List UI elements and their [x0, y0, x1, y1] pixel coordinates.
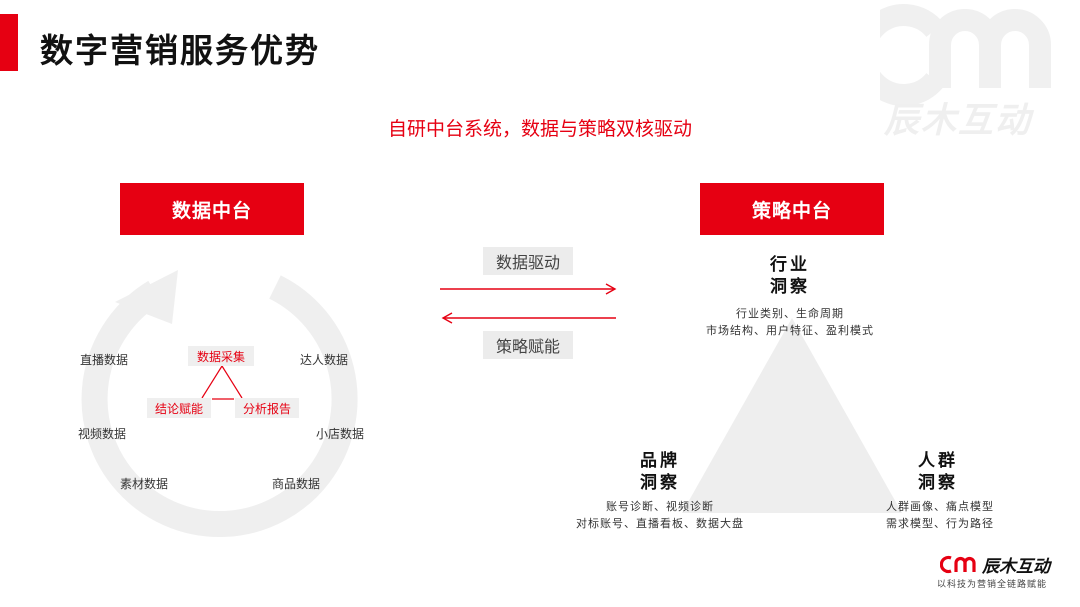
cycle-label-shop: 小店数据	[316, 427, 365, 441]
connector-data-drive: 数据驱动	[483, 247, 573, 275]
crowd-title-line1: 人群	[918, 451, 958, 471]
brand-desc-line1: 账号诊断、视频诊断	[606, 500, 714, 513]
data-center-box: 数据中台	[120, 183, 304, 235]
watermark-text: 辰木互动	[884, 101, 1033, 141]
industry-insight-desc: 行业类别、生命周期 市场结构、用户特征、盈利模式	[690, 305, 890, 339]
brand-title-line1: 品牌	[640, 451, 680, 471]
industry-desc-line2: 市场结构、用户特征、盈利模式	[706, 324, 874, 337]
company-slogan: 以科技为营销全链路赋能	[937, 580, 1048, 590]
strategy-center-box: 策略中台	[700, 183, 884, 235]
core-connector-lines	[201, 365, 243, 400]
brand-desc-line2: 对标账号、直播看板、数据大盘	[576, 517, 744, 530]
core-chip-collect: 数据采集	[188, 346, 254, 366]
crowd-insight-desc: 人群画像、痛点模型 需求模型、行为路径	[870, 498, 1010, 532]
cycle-arrow-icon	[81, 270, 358, 538]
company-logo-icon	[940, 555, 976, 574]
crowd-title-line2: 洞察	[918, 473, 958, 493]
watermark-logo-icon	[880, 4, 1051, 106]
cycle-label-influencer: 达人数据	[300, 353, 349, 367]
brand-title-line2: 洞察	[640, 473, 680, 493]
brand-insight-desc: 账号诊断、视频诊断 对标账号、直播看板、数据大盘	[565, 498, 755, 532]
cycle-label-live: 直播数据	[80, 353, 129, 367]
crowd-insight-title: 人群 洞察	[898, 450, 978, 494]
brand-insight-title: 品牌 洞察	[620, 450, 700, 494]
industry-title-line2: 洞察	[770, 277, 810, 297]
cycle-label-material: 素材数据	[120, 477, 169, 491]
industry-desc-line1: 行业类别、生命周期	[736, 307, 844, 320]
subtitle: 自研中台系统，数据与策略双核驱动	[387, 118, 692, 140]
industry-title-line1: 行业	[770, 255, 810, 275]
cycle-label-video: 视频数据	[78, 427, 127, 441]
core-chip-analyze: 分析报告	[235, 398, 299, 418]
crowd-desc-line1: 人群画像、痛点模型	[886, 500, 994, 513]
cycle-label-product: 商品数据	[272, 477, 321, 491]
title-accent-bar	[0, 14, 18, 71]
connector-strategy-empower: 策略赋能	[483, 331, 573, 359]
industry-insight-title: 行业 洞察	[750, 254, 830, 298]
page-title: 数字营销服务优势	[40, 31, 320, 70]
core-chip-conclude: 结论赋能	[147, 398, 211, 418]
bidirectional-arrows-icon	[440, 283, 617, 324]
crowd-desc-line2: 需求模型、行为路径	[886, 517, 994, 530]
company-logo-name: 辰木互动	[982, 557, 1050, 577]
insight-triangle	[682, 318, 902, 513]
